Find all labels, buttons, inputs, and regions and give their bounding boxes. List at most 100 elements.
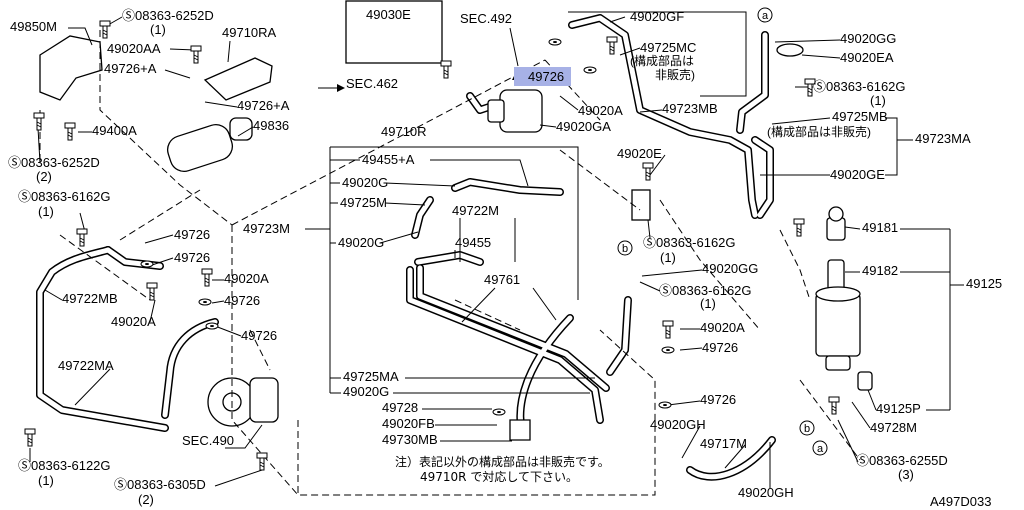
leader-line <box>379 231 419 244</box>
part-label: 49726 <box>174 250 211 265</box>
marker-a-lower: a <box>812 440 828 456</box>
cooler-49836-end <box>229 117 253 141</box>
dashed-outline <box>59 234 151 301</box>
part-label: 49723MA <box>915 131 971 146</box>
part-label: (構成部品は <box>630 54 694 68</box>
bolt-icon <box>146 282 158 301</box>
leader-line <box>211 300 225 304</box>
part-label: 49726+A <box>237 98 290 113</box>
leader-line <box>774 39 841 43</box>
leader-line <box>461 287 496 323</box>
box-49030e <box>345 0 443 64</box>
part-label: 49726 <box>700 392 737 407</box>
filter-49182 <box>827 259 845 291</box>
washer-icon <box>198 298 212 306</box>
leader-line <box>384 202 426 206</box>
bolt-icon <box>33 112 45 131</box>
bracket-49020fb <box>509 419 531 441</box>
leader-line <box>330 146 579 300</box>
part-label: (3) <box>898 467 914 482</box>
part-label: (構成部品は非販売) <box>767 125 871 139</box>
part-label: 49710R <box>381 124 427 139</box>
washer-icon <box>548 38 562 46</box>
leader-line <box>532 287 557 321</box>
part-label: (1) <box>660 250 676 265</box>
marker-a-top: a <box>757 7 773 23</box>
leader-line <box>619 47 641 56</box>
part-label: Ⓢ08363-6162G <box>643 235 736 250</box>
bolt-icon <box>24 428 36 447</box>
part-label: (1) <box>870 93 886 108</box>
part-label: 49020A <box>700 320 745 335</box>
marker-letter: a <box>817 443 824 455</box>
leader-line <box>44 289 63 301</box>
washer-icon <box>661 346 675 354</box>
leader-line <box>885 117 898 176</box>
leader-line <box>384 182 456 187</box>
part-label: 49723M <box>243 221 290 236</box>
part-label: 49722M <box>452 203 499 218</box>
leader-line <box>149 299 156 323</box>
part-label: 49400A <box>92 123 137 138</box>
part-label: 49020GG <box>840 31 897 46</box>
dashed-outline <box>231 225 656 496</box>
bolt-icon <box>642 162 654 181</box>
dashed-outline <box>231 59 546 226</box>
part-label: 49181 <box>862 220 899 235</box>
washer-icon <box>492 408 506 416</box>
part-label: 49728 <box>382 400 419 415</box>
steering-gear-port <box>487 99 505 123</box>
dashed-outline <box>454 299 521 331</box>
highlighted-part-label: 49726 <box>528 69 565 84</box>
marker-letter: b <box>804 423 810 435</box>
washer-icon <box>583 66 597 74</box>
part-label: (1) <box>700 296 716 311</box>
leader-line <box>641 269 703 277</box>
sec-462-arrowhead <box>337 84 345 92</box>
washer-icon <box>658 401 672 409</box>
part-label: Ⓢ08363-6252D <box>122 8 214 23</box>
dashed-outline <box>799 379 861 461</box>
leader-line <box>509 27 519 67</box>
part-label: 49722MB <box>62 291 118 306</box>
leader-line <box>204 101 238 108</box>
leader-line <box>214 325 242 337</box>
bracket-49020e <box>631 189 651 221</box>
part-label: 49020GF <box>630 9 685 24</box>
leader-line <box>867 389 877 411</box>
leader-line <box>430 159 529 187</box>
part-label: 49722MA <box>58 358 114 373</box>
part-label: 49182 <box>862 263 899 278</box>
part-label: 49725MA <box>343 369 399 384</box>
part-label: Ⓢ08363-6162G <box>659 283 752 298</box>
leader-line <box>568 11 747 97</box>
marker-letter: a <box>762 10 769 22</box>
part-label: Ⓢ08363-6122G <box>18 458 111 473</box>
part-label: 49717M <box>700 436 747 451</box>
dashed-outline <box>119 189 201 241</box>
leader-line <box>214 469 263 487</box>
part-label: 49020GH <box>650 417 706 432</box>
part-label: 49125 <box>966 276 1003 291</box>
part-label: 49726 <box>702 340 739 355</box>
dashed-outline <box>779 229 811 301</box>
part-label: SEC.462 <box>346 76 399 91</box>
reservoir-cap-knob <box>828 206 844 222</box>
part-label: SEC.490 <box>182 433 235 448</box>
leader-line <box>68 27 93 46</box>
part-label: 49020E <box>617 146 662 161</box>
leader-line <box>559 95 579 111</box>
part-label: 49726+A <box>104 61 157 76</box>
part-label: (1) <box>38 473 54 488</box>
leader-line <box>851 401 871 429</box>
leader-line <box>649 154 666 176</box>
part-label: 49020G <box>342 175 389 190</box>
part-label: 49020A <box>111 314 156 329</box>
hose-clamp-49020ea <box>776 43 804 57</box>
leader-line <box>225 424 263 449</box>
part-label: 49020EA <box>840 50 894 65</box>
cooler-49836 <box>166 123 234 173</box>
bolt-icon <box>440 60 452 79</box>
